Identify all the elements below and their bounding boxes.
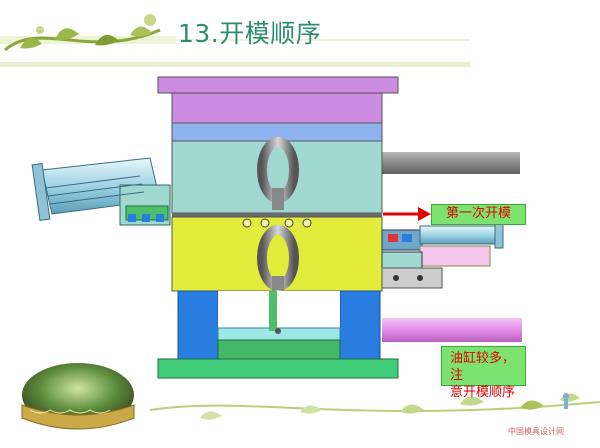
guide-rod-upper: [382, 152, 520, 174]
slide-title: 13.开模顺序: [178, 19, 322, 48]
decorative-photo-medallion: [21, 363, 135, 430]
ejector-space: [218, 291, 340, 329]
lifting-ring-upper: [257, 137, 299, 210]
watermark-text: 中国模具设计网: [508, 427, 564, 436]
bottom-clamp-plate: [157, 358, 399, 379]
right-hydraulic-cylinder: [381, 221, 504, 289]
ejector-holes: [242, 218, 312, 228]
top-clamp-plate-body: [171, 92, 383, 124]
guide-rod-lower: [382, 318, 522, 342]
vine-decoration-top: [0, 14, 470, 67]
cylinder-note-line1: 油缸较多，注: [450, 351, 516, 383]
cylinder-note-callout: 油缸较多，注 意开模顺序: [441, 346, 526, 400]
small-figure-decoration: [563, 393, 569, 409]
first-opening-callout: 第一次开模: [431, 204, 526, 225]
support-block-left: [177, 290, 219, 360]
parting-line: [172, 213, 382, 217]
left-hydraulic-cylinder: [31, 157, 171, 226]
top-clamp-plate: [157, 76, 399, 94]
ejector-plate: [217, 339, 341, 361]
ejector-pin: [269, 291, 277, 331]
cylinder-note-line2: 意开模顺序: [450, 385, 516, 400]
open-direction-arrow: [383, 207, 431, 221]
lifting-ring-lower: [257, 225, 299, 291]
support-block-right: [339, 290, 381, 360]
